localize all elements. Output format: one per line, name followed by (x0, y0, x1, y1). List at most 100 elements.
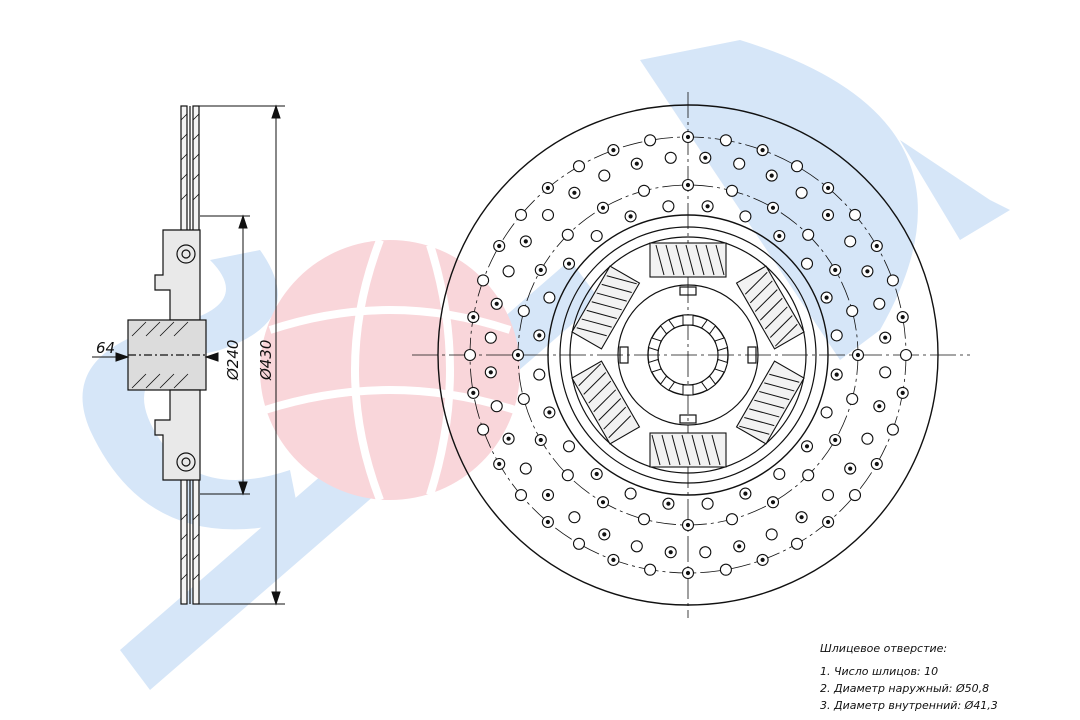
rivet-lower (176, 452, 196, 472)
rivet (502, 265, 515, 278)
stop-tab-right (747, 346, 757, 364)
spring-coil (695, 244, 705, 276)
spring-coil (593, 389, 617, 413)
watermark-globe (260, 238, 520, 502)
spring-coil (671, 434, 681, 466)
rivet-center (833, 267, 838, 273)
watermark-letter-l (900, 140, 1010, 240)
rivet (541, 208, 555, 222)
rivet-center (666, 501, 671, 506)
rivet-center (760, 557, 765, 563)
rivet (568, 511, 581, 524)
rivet-center (777, 233, 782, 239)
rivet-center (833, 437, 838, 443)
hub-plate-outer (547, 214, 829, 496)
spline-tooth-shape (714, 358, 729, 373)
spring-coil (588, 380, 612, 404)
rivet-center (545, 185, 551, 191)
spring-coil (598, 398, 622, 421)
rivet-center (760, 148, 765, 153)
spring-coil (576, 327, 607, 337)
rivet (598, 169, 611, 182)
spring-coil (769, 373, 800, 383)
spring-coil (744, 271, 768, 295)
rivet-center (824, 295, 829, 300)
rivet-center (572, 190, 577, 195)
rivet-center (497, 243, 502, 249)
spring-window (649, 432, 727, 468)
rivet (637, 513, 651, 526)
spring-coil (661, 434, 671, 466)
rivet-center (628, 214, 633, 219)
spline-teeth (647, 314, 729, 396)
spring-coil (705, 244, 715, 276)
spring-coil (739, 425, 770, 435)
rivet (800, 257, 814, 270)
hub-plate-inner (559, 226, 817, 484)
front-view (412, 92, 970, 618)
rivet (725, 513, 739, 526)
spring-coil (769, 315, 793, 338)
rivet-center (825, 212, 831, 218)
spring-window (571, 360, 641, 445)
spline-tooth (714, 358, 729, 373)
damper-spring (649, 242, 727, 278)
outer-diameter-label: Ø430 (257, 340, 275, 381)
rivet-center (600, 205, 606, 210)
spring-coil (675, 244, 685, 276)
watermark-logo (82, 40, 1010, 690)
rivet (802, 469, 815, 482)
rivet (644, 134, 657, 147)
spring-coil (685, 244, 695, 276)
rivet (795, 186, 808, 199)
spline-notes-title: Шлицевое отверстие: (820, 642, 948, 655)
rivet-center (900, 315, 905, 320)
spring-coil (651, 434, 661, 466)
spline-tooth (700, 375, 717, 391)
rivet (517, 392, 530, 406)
spring-coil (749, 408, 780, 418)
rivet (719, 134, 732, 147)
rivet (662, 200, 675, 213)
rivet (739, 210, 752, 223)
rivet-center (523, 239, 528, 244)
stop-tab-left (619, 346, 629, 364)
watermark-letter-s (82, 250, 300, 530)
spring-coil (606, 275, 637, 285)
rivet (514, 208, 528, 221)
rivet-center (488, 370, 493, 375)
spline-tooth-shape (659, 319, 676, 335)
stop-tab-top (679, 286, 697, 296)
rivet (477, 423, 490, 436)
spring-coil (583, 372, 607, 395)
spring-coil (665, 244, 675, 276)
rivet (821, 488, 835, 502)
rivet-center (855, 352, 861, 358)
rivet (861, 432, 874, 445)
rivet (848, 489, 862, 502)
rivet (517, 304, 530, 318)
rivet-center (770, 500, 776, 505)
rivet (630, 540, 643, 553)
friction-ring (617, 284, 759, 426)
rivet (701, 497, 714, 510)
rivet (773, 467, 786, 481)
rivet (844, 235, 857, 248)
inner-diameter-label: Ø240 (224, 340, 242, 381)
spring-coil (754, 399, 785, 409)
spline-tooth-shape (647, 337, 662, 352)
rivet-center (566, 261, 572, 266)
rivet-center (602, 532, 607, 537)
rivet-center (874, 243, 879, 249)
spline-tooth-shape (682, 314, 694, 326)
spline-tooth (647, 337, 662, 352)
rivet-center (874, 461, 879, 467)
rivet (463, 348, 477, 362)
rivet (802, 228, 815, 241)
rivet (561, 228, 574, 241)
spring-coil (701, 434, 711, 466)
rivet (719, 563, 732, 576)
spring-coil (711, 434, 721, 466)
spring-coil (774, 323, 798, 347)
spring-coil (754, 289, 778, 312)
